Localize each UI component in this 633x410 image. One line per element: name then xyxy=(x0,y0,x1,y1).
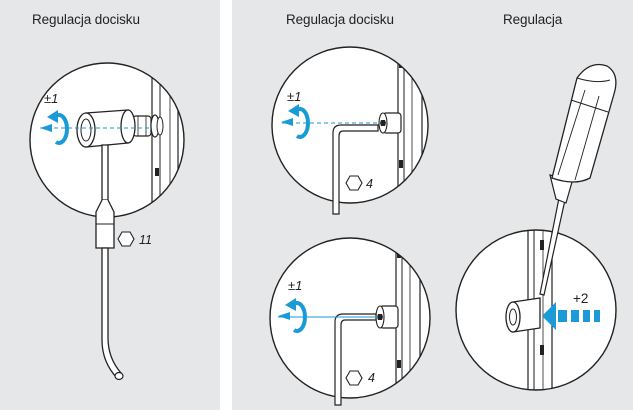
detail-circle-1: ±1 11 xyxy=(29,62,185,381)
detail-circle-2: ±1 4 xyxy=(271,46,429,215)
tolerance-label-2: ±1 xyxy=(287,89,301,104)
hex-size-label-4a: 4 xyxy=(366,177,373,191)
hexagon-icon xyxy=(117,231,135,247)
rotation-arrow-icon xyxy=(281,104,310,139)
hexagon-icon xyxy=(345,175,363,191)
detail-circle-3: ±1 4 xyxy=(269,237,431,406)
rotation-arrow-icon xyxy=(278,298,307,333)
tolerance-label-1: ±1 xyxy=(44,91,58,106)
tolerance-label-3: ±1 xyxy=(288,278,302,293)
push-amount-label: +2 xyxy=(573,291,588,306)
title-right: Regulacja xyxy=(503,12,563,27)
hex-size-label-11: 11 xyxy=(139,233,152,247)
title-middle: Regulacja docisku xyxy=(286,12,394,27)
screwdriver-icon xyxy=(539,63,617,296)
title-left: Regulacja docisku xyxy=(32,12,140,27)
hex-size-label-4b: 4 xyxy=(368,371,375,385)
push-arrow-icon xyxy=(542,302,600,330)
hexagon-icon xyxy=(345,370,363,386)
detail-circle-4: +2 xyxy=(455,229,617,391)
rotation-arrow-icon xyxy=(40,110,69,145)
